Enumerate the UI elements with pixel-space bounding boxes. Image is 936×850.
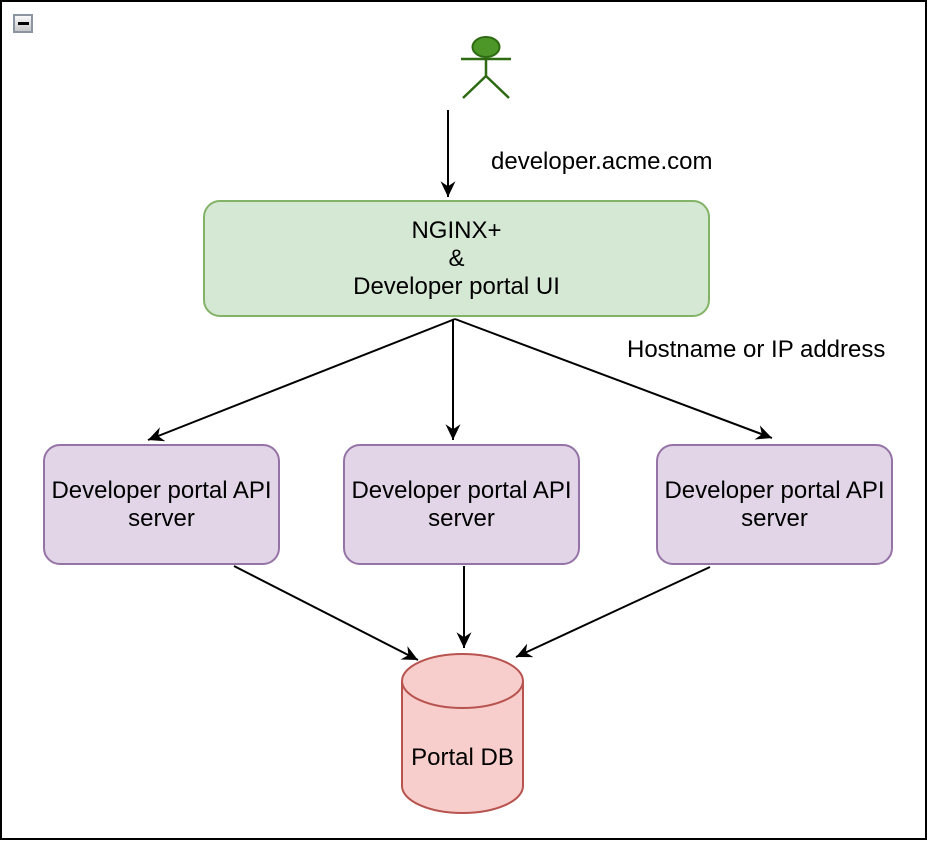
person-stick-figure-icon[interactable] (461, 36, 511, 99)
diagram-border (0, 0, 927, 840)
actor-body (461, 57, 511, 99)
node-api-server-1[interactable]: Developer portal API server (43, 444, 280, 565)
node-gateway-label: NGINX+ & Developer portal UI (353, 216, 560, 300)
edge-label-domain: developer.acme.com (491, 148, 713, 175)
edge-label-hostname: Hostname or IP address (627, 336, 886, 363)
actor-head (471, 36, 501, 58)
node-api-server-3-label: Developer portal API server (664, 476, 885, 532)
node-api-server-2-label: Developer portal API server (351, 476, 572, 532)
node-gateway-nginx-portal-ui[interactable]: NGINX+ & Developer portal UI (203, 200, 710, 317)
cylinder-body (401, 681, 524, 814)
database-cylinder-icon[interactable] (401, 653, 524, 814)
minus-icon (17, 22, 29, 25)
edge-gateway-to-api-3[interactable] (454, 318, 773, 440)
edge-api-1-to-db[interactable] (233, 565, 419, 661)
node-api-server-3[interactable]: Developer portal API server (656, 444, 893, 565)
node-api-server-2[interactable]: Developer portal API server (343, 444, 580, 565)
edge-api-3-to-db[interactable] (515, 566, 711, 658)
edge-gateway-to-api-1[interactable] (147, 318, 456, 442)
collapse-button[interactable] (13, 14, 33, 33)
node-portal-db-label: Portal DB (411, 744, 514, 771)
node-api-server-1-label: Developer portal API server (51, 476, 272, 532)
edges-group (147, 110, 773, 661)
cylinder-top (401, 653, 524, 709)
